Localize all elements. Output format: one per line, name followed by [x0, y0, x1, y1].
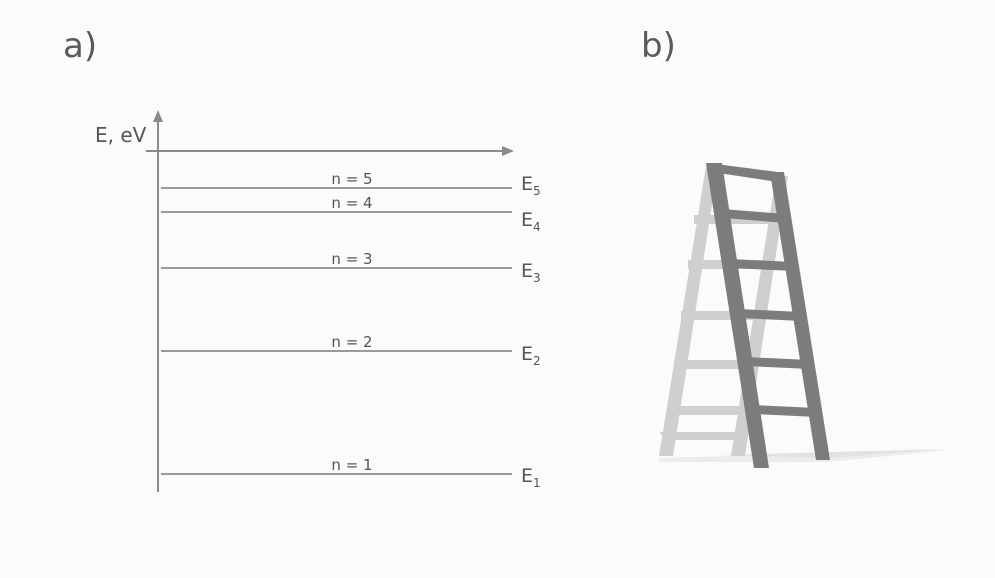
ladder-icon [658, 163, 948, 468]
energy-level-label: E4 [521, 209, 541, 234]
quantum-number-label: n = 5 [331, 170, 372, 188]
energy-axis-title: E, eV [95, 123, 147, 147]
panel-a-label: a) [63, 26, 98, 66]
quantum-number-label: n = 1 [331, 456, 372, 474]
energy-level-label: E1 [521, 465, 541, 490]
ladder-shadow-inner [720, 449, 945, 458]
energy-level-label: E5 [521, 173, 541, 198]
ladder-front-frame [706, 163, 830, 468]
quantum-number-label: n = 4 [331, 194, 372, 212]
energy-levels: n = 5 E5 n = 4 E4 n = 3 E3 n = 2 E2 n = 1 E1 [161, 170, 541, 490]
energy-level-label: E3 [521, 260, 541, 285]
panel-b-label: b) [641, 26, 676, 66]
quantum-number-label: n = 2 [331, 333, 372, 351]
energy-level-label: E2 [521, 343, 541, 368]
energy-level-diagram: E, eV n = 5 E5 n = 4 E4 n = 3 E3 n = 2 E2 n = 1 E… [95, 110, 541, 492]
quantum-number-label: n = 3 [331, 250, 372, 268]
